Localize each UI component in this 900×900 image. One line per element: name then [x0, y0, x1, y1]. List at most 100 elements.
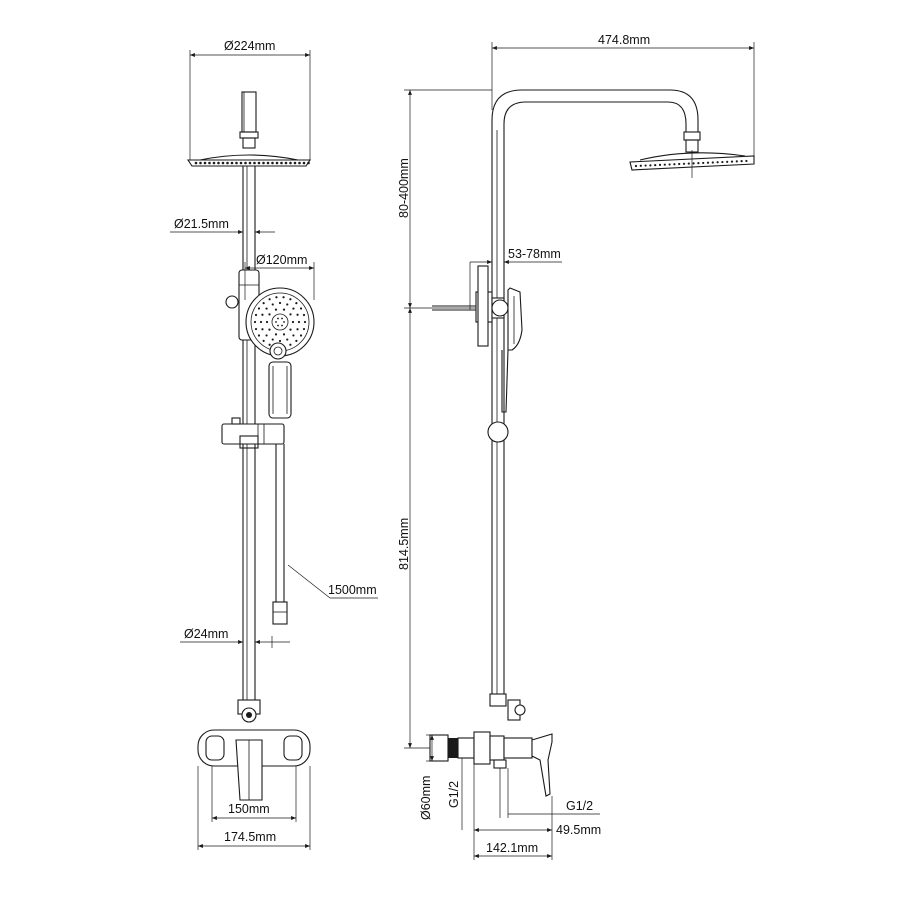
nozzle-dot	[289, 343, 292, 346]
side-hand-shower	[487, 287, 523, 443]
nozzle-dot	[673, 163, 676, 166]
nozzle-dot	[275, 321, 277, 323]
nozzle-dot	[262, 302, 265, 305]
nozzle-dot	[275, 161, 279, 165]
dim-arm-diameter: Ø21.5mm	[170, 217, 275, 234]
nozzle-dot	[265, 334, 268, 337]
nozzle-dot	[259, 320, 263, 324]
label-inlet-thread-right: G1/2	[566, 799, 593, 813]
nozzle-dot	[678, 162, 681, 166]
nozzle-dot	[235, 161, 238, 165]
nozzle-dot	[282, 308, 286, 311]
nozzle-dot	[745, 159, 748, 163]
nozzle-dot	[262, 161, 265, 165]
nozzle-dot	[682, 162, 686, 165]
nozzle-dot	[663, 163, 666, 166]
nozzle-dot	[268, 328, 271, 331]
nozzle-dot	[208, 161, 211, 165]
nozzle-dot	[658, 163, 662, 166]
nozzle-dot	[265, 307, 268, 310]
nozzle-dot	[284, 161, 288, 165]
nozzle-dot	[706, 161, 710, 164]
nozzle-dot	[289, 161, 292, 165]
nozzle-dot	[639, 164, 642, 167]
nozzle-dot	[199, 161, 202, 165]
nozzle-dot	[687, 162, 690, 165]
nozzle-dot	[289, 298, 292, 301]
side-wall-bracket	[432, 265, 509, 347]
nozzle-dot	[254, 313, 258, 317]
nozzle-dot	[257, 161, 261, 165]
label-hose-length: 1500mm	[328, 583, 377, 597]
label-mixer-width: 174.5mm	[224, 830, 276, 844]
label-mixer-centers: 150mm	[228, 802, 270, 816]
side-nozzle-row	[634, 159, 748, 168]
nozzle-row	[194, 161, 310, 165]
label-arm-reach: 474.8mm	[598, 33, 650, 47]
dim-flange-diameter: Ø60mm	[419, 734, 440, 820]
front-view: Ø224mm Ø21.5mm	[170, 39, 378, 850]
nozzle-dot	[254, 327, 258, 331]
nozzle-dot	[692, 162, 695, 165]
label-inlet-thread-left: G1/2	[447, 781, 461, 808]
nozzle-dot	[274, 308, 278, 311]
nozzle-dot	[302, 161, 306, 165]
nozzle-dot	[203, 161, 207, 165]
label-slider-offset: 53-78mm	[508, 247, 561, 261]
label-arm-diameter: Ø21.5mm	[174, 217, 229, 231]
nozzle-dot	[292, 307, 295, 310]
nozzle-dot	[295, 339, 298, 342]
nozzle-dot	[282, 333, 286, 336]
nozzle-dot	[302, 313, 306, 317]
nozzle-dot	[248, 161, 252, 165]
nozzle-dot	[740, 160, 743, 163]
nozzle-dot	[257, 334, 261, 337]
dim-inlet-thread-right: G1/2	[499, 768, 600, 818]
nozzle-dot	[278, 339, 282, 343]
label-outlet-offset: 49.5mm	[556, 823, 601, 837]
label-height-adjust: 80-400mm	[397, 158, 411, 218]
nozzle-dot	[261, 328, 264, 331]
nozzle-dot	[298, 161, 301, 165]
nozzle-dot	[286, 338, 289, 341]
dim-pipe-diameter: Ø24mm	[180, 627, 290, 648]
nozzle-dot	[297, 320, 301, 324]
dim-slider-offset: 53-78mm	[469, 247, 562, 310]
dim-arm-reach: 474.8mm	[491, 33, 755, 162]
dim-mixer-width: 174.5mm	[197, 766, 311, 850]
dim-hand-shower-diameter: Ø120mm	[244, 253, 315, 300]
label-hand-shower-diameter: Ø120mm	[256, 253, 307, 267]
nozzle-dot	[296, 328, 299, 331]
dim-riser-height: 814.5mm	[397, 307, 476, 749]
nozzle-dot	[293, 161, 297, 165]
label-riser-height: 814.5mm	[397, 518, 411, 570]
nozzle-dot	[221, 161, 225, 165]
nozzle-dot	[282, 296, 285, 299]
nozzle-dot	[281, 324, 283, 327]
nozzle-dot	[697, 162, 700, 165]
nozzle-dot	[307, 161, 310, 165]
nozzle-dot	[711, 161, 714, 164]
nozzle-dot	[239, 161, 243, 165]
nozzle-dot	[289, 313, 292, 316]
nozzle-dot	[302, 327, 306, 331]
nozzle-dot	[257, 307, 261, 310]
nozzle-dot	[281, 317, 283, 320]
nozzle-dot	[277, 317, 279, 320]
nozzle-dot	[668, 163, 671, 166]
nozzle-dot	[274, 333, 278, 336]
nozzle-dot	[303, 320, 307, 324]
nozzle-dot	[277, 324, 279, 327]
nozzle-dot	[265, 320, 269, 324]
dim-head-diameter: Ø224mm	[189, 39, 311, 160]
nozzle-dot	[268, 313, 271, 316]
nozzle-dot	[266, 161, 270, 165]
nozzle-dot	[730, 160, 734, 163]
nozzle-dot	[217, 161, 220, 165]
nozzle-dot	[654, 164, 657, 167]
nozzle-dot	[261, 313, 264, 316]
hand-nozzle-pattern	[253, 296, 307, 348]
front-shower-head	[186, 91, 312, 167]
nozzle-dot	[292, 334, 295, 337]
